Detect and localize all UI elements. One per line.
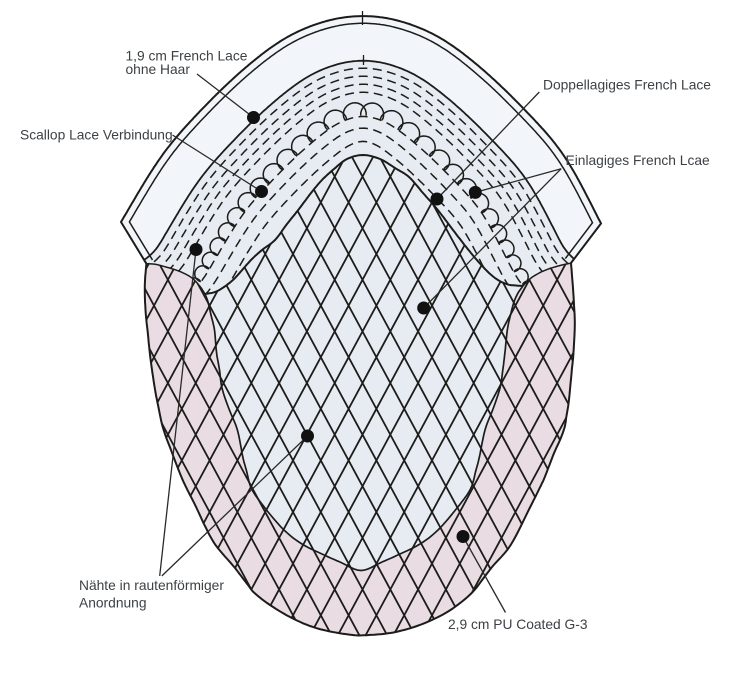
svg-text:2,9 cm PU Coated G-3: 2,9 cm PU Coated G-3 xyxy=(448,617,588,632)
svg-text:Nähte in rautenförmiger: Nähte in rautenförmiger xyxy=(79,578,224,593)
svg-text:Doppellagiges French Lace: Doppellagiges French Lace xyxy=(543,77,711,92)
svg-text:Anordnung: Anordnung xyxy=(79,595,147,610)
svg-text:ohne Haar: ohne Haar xyxy=(126,62,191,77)
svg-text:Einlagiges French Lcae: Einlagiges French Lcae xyxy=(566,153,711,168)
svg-text:1,9 cm French Lace: 1,9 cm French Lace xyxy=(126,49,248,64)
svg-text:Scallop Lace Verbindung: Scallop Lace Verbindung xyxy=(20,128,173,143)
